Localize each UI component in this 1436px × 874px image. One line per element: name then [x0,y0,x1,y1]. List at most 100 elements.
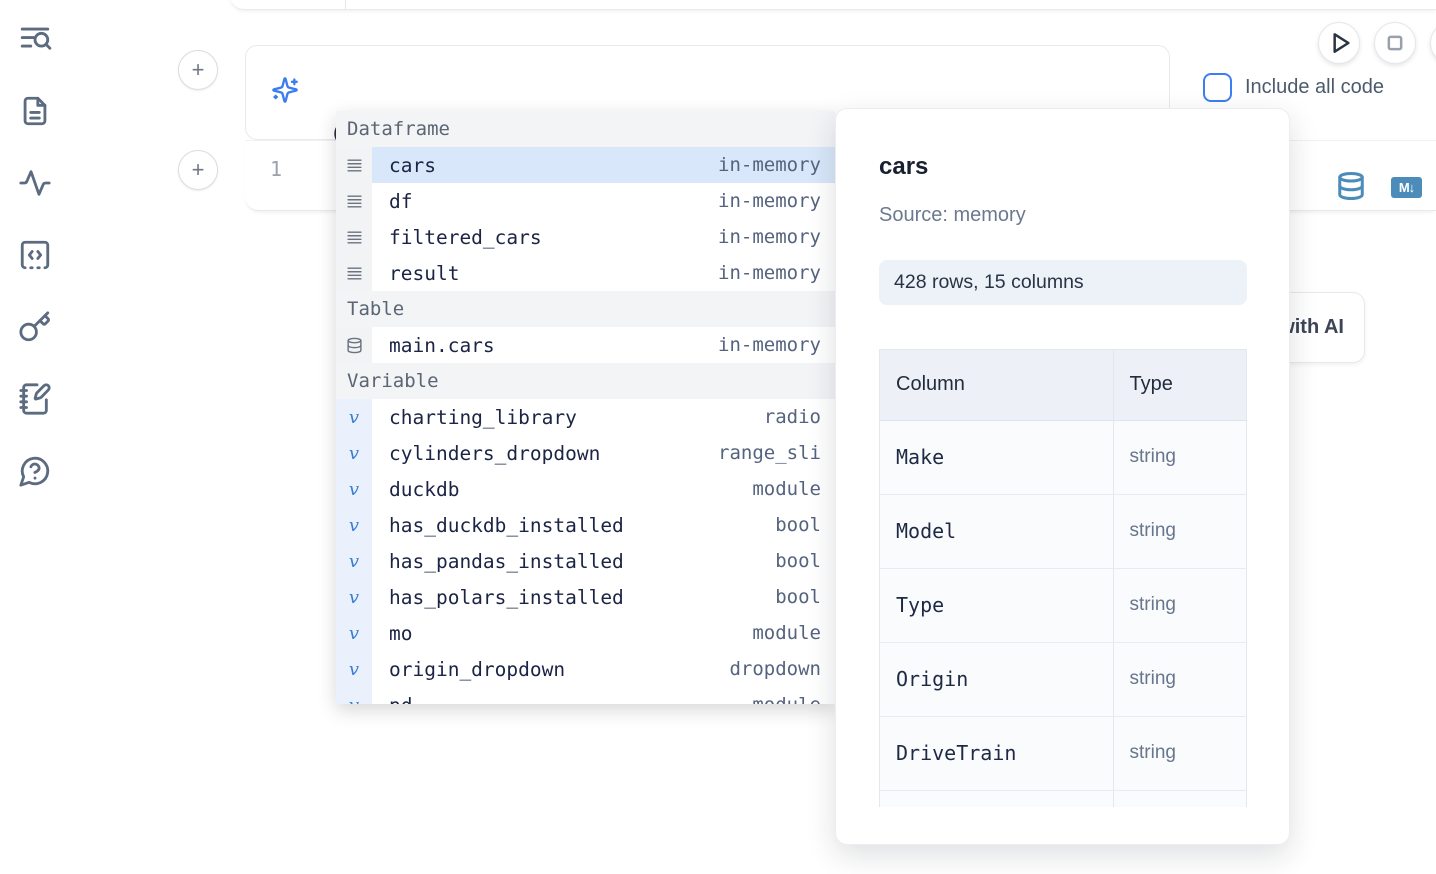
item-name: result [389,261,460,285]
code-square-icon[interactable] [18,238,54,274]
add-cell-button-top[interactable]: + [178,50,218,90]
item-name: mo [389,621,413,645]
item-type: in-memory [718,226,821,248]
item-name: main.cars [389,333,495,357]
autocomplete-item-result[interactable]: result in-memory [336,255,835,291]
autocomplete-item-content: cylinders_dropdown range_sli [372,435,835,471]
column-type-cell: string [1112,494,1246,569]
item-type: range_sli [718,442,821,464]
item-type: module [752,478,821,500]
include-all-code-checkbox[interactable] [1203,73,1232,102]
sidebar [18,22,58,526]
autocomplete-item-cars[interactable]: cars in-memory [336,147,835,183]
variable-icon: v [336,651,372,687]
column-type-cell: string [1112,642,1246,717]
item-name: df [389,189,413,213]
run-cell-button[interactable] [1318,22,1360,64]
table-database-icon [336,327,372,363]
column-name-cell: Model [880,494,1113,569]
autocomplete-section-variable: Variable [336,363,835,399]
item-name: filtered_cars [389,225,542,249]
item-type: in-memory [718,154,821,176]
column-name-cell: Make [880,420,1113,495]
item-type: module [752,622,821,644]
line-number: 1 [270,157,283,181]
preview-source: Source: memory [879,204,1026,226]
cell-gutter-divider [345,0,346,10]
variable-icon: v [336,471,372,507]
add-cell-button-bottom[interactable]: + [178,150,218,190]
dataframe-icon [336,183,372,219]
include-all-code-option: Include all code [1203,73,1384,102]
stop-button[interactable] [1374,22,1416,64]
column-type-cell: string [1112,568,1246,643]
column-type-cell: string [1112,716,1246,791]
autocomplete-item-content: cars in-memory [372,147,835,183]
item-type: module [752,694,821,704]
preview-title: cars [879,153,929,180]
item-name: pd [389,694,412,705]
variable-icon: v [336,687,372,704]
variable-icon: v [336,543,372,579]
column-name-cell: Type [880,568,1113,643]
schema-header-type: Type [1112,350,1246,421]
item-name: cylinders_dropdown [389,441,601,465]
dataframe-icon [336,219,372,255]
item-name: has_duckdb_installed [389,513,624,537]
item-name: duckdb [389,477,460,501]
sparkles-icon [271,76,299,104]
dataframe-preview-panel: cars Source: memory 428 rows, 15 columns… [835,108,1290,845]
item-type: radio [763,406,821,428]
autocomplete-item-filtered_cars[interactable]: filtered_cars in-memory [336,219,835,255]
key-icon[interactable] [18,310,54,346]
item-type: in-memory [718,334,821,356]
item-name: cars [389,153,436,177]
file-text-icon[interactable] [18,94,54,130]
preview-shape-badge: 428 rows, 15 columns [879,260,1247,305]
autocomplete-item-pd[interactable]: v pd module [336,687,835,704]
activity-icon[interactable] [18,166,54,202]
database-icon[interactable] [1336,171,1366,201]
column-name-cell [880,790,1113,807]
schema-header-column: Column [880,350,1113,421]
item-type: in-memory [718,262,821,284]
item-type: bool [775,514,821,536]
help-circle-icon[interactable] [18,454,54,490]
variable-icon: v [336,399,372,435]
column-type-cell [1112,790,1246,807]
column-name-cell: DriveTrain [880,716,1113,791]
item-type: bool [775,550,821,572]
schema-row [880,790,1246,807]
autocomplete-item-df[interactable]: df in-memory [336,183,835,219]
partial-toolbar-button[interactable] [1430,22,1436,64]
variable-icon: v [336,579,372,615]
autocomplete-item-content: duckdb module [372,471,835,507]
list-search-icon[interactable] [18,22,54,58]
markdown-icon[interactable]: M↓ [1391,177,1422,198]
autocomplete-item-content: result in-memory [372,255,835,291]
autocomplete-section-table: Table [336,291,835,327]
item-type: in-memory [718,190,821,212]
autocomplete-item-content: mo module [372,615,835,651]
autocomplete-item-main.cars[interactable]: main.cars in-memory [336,327,835,363]
previous-cell-bottom-edge [230,0,1436,10]
notebook-pen-icon[interactable] [18,382,54,418]
